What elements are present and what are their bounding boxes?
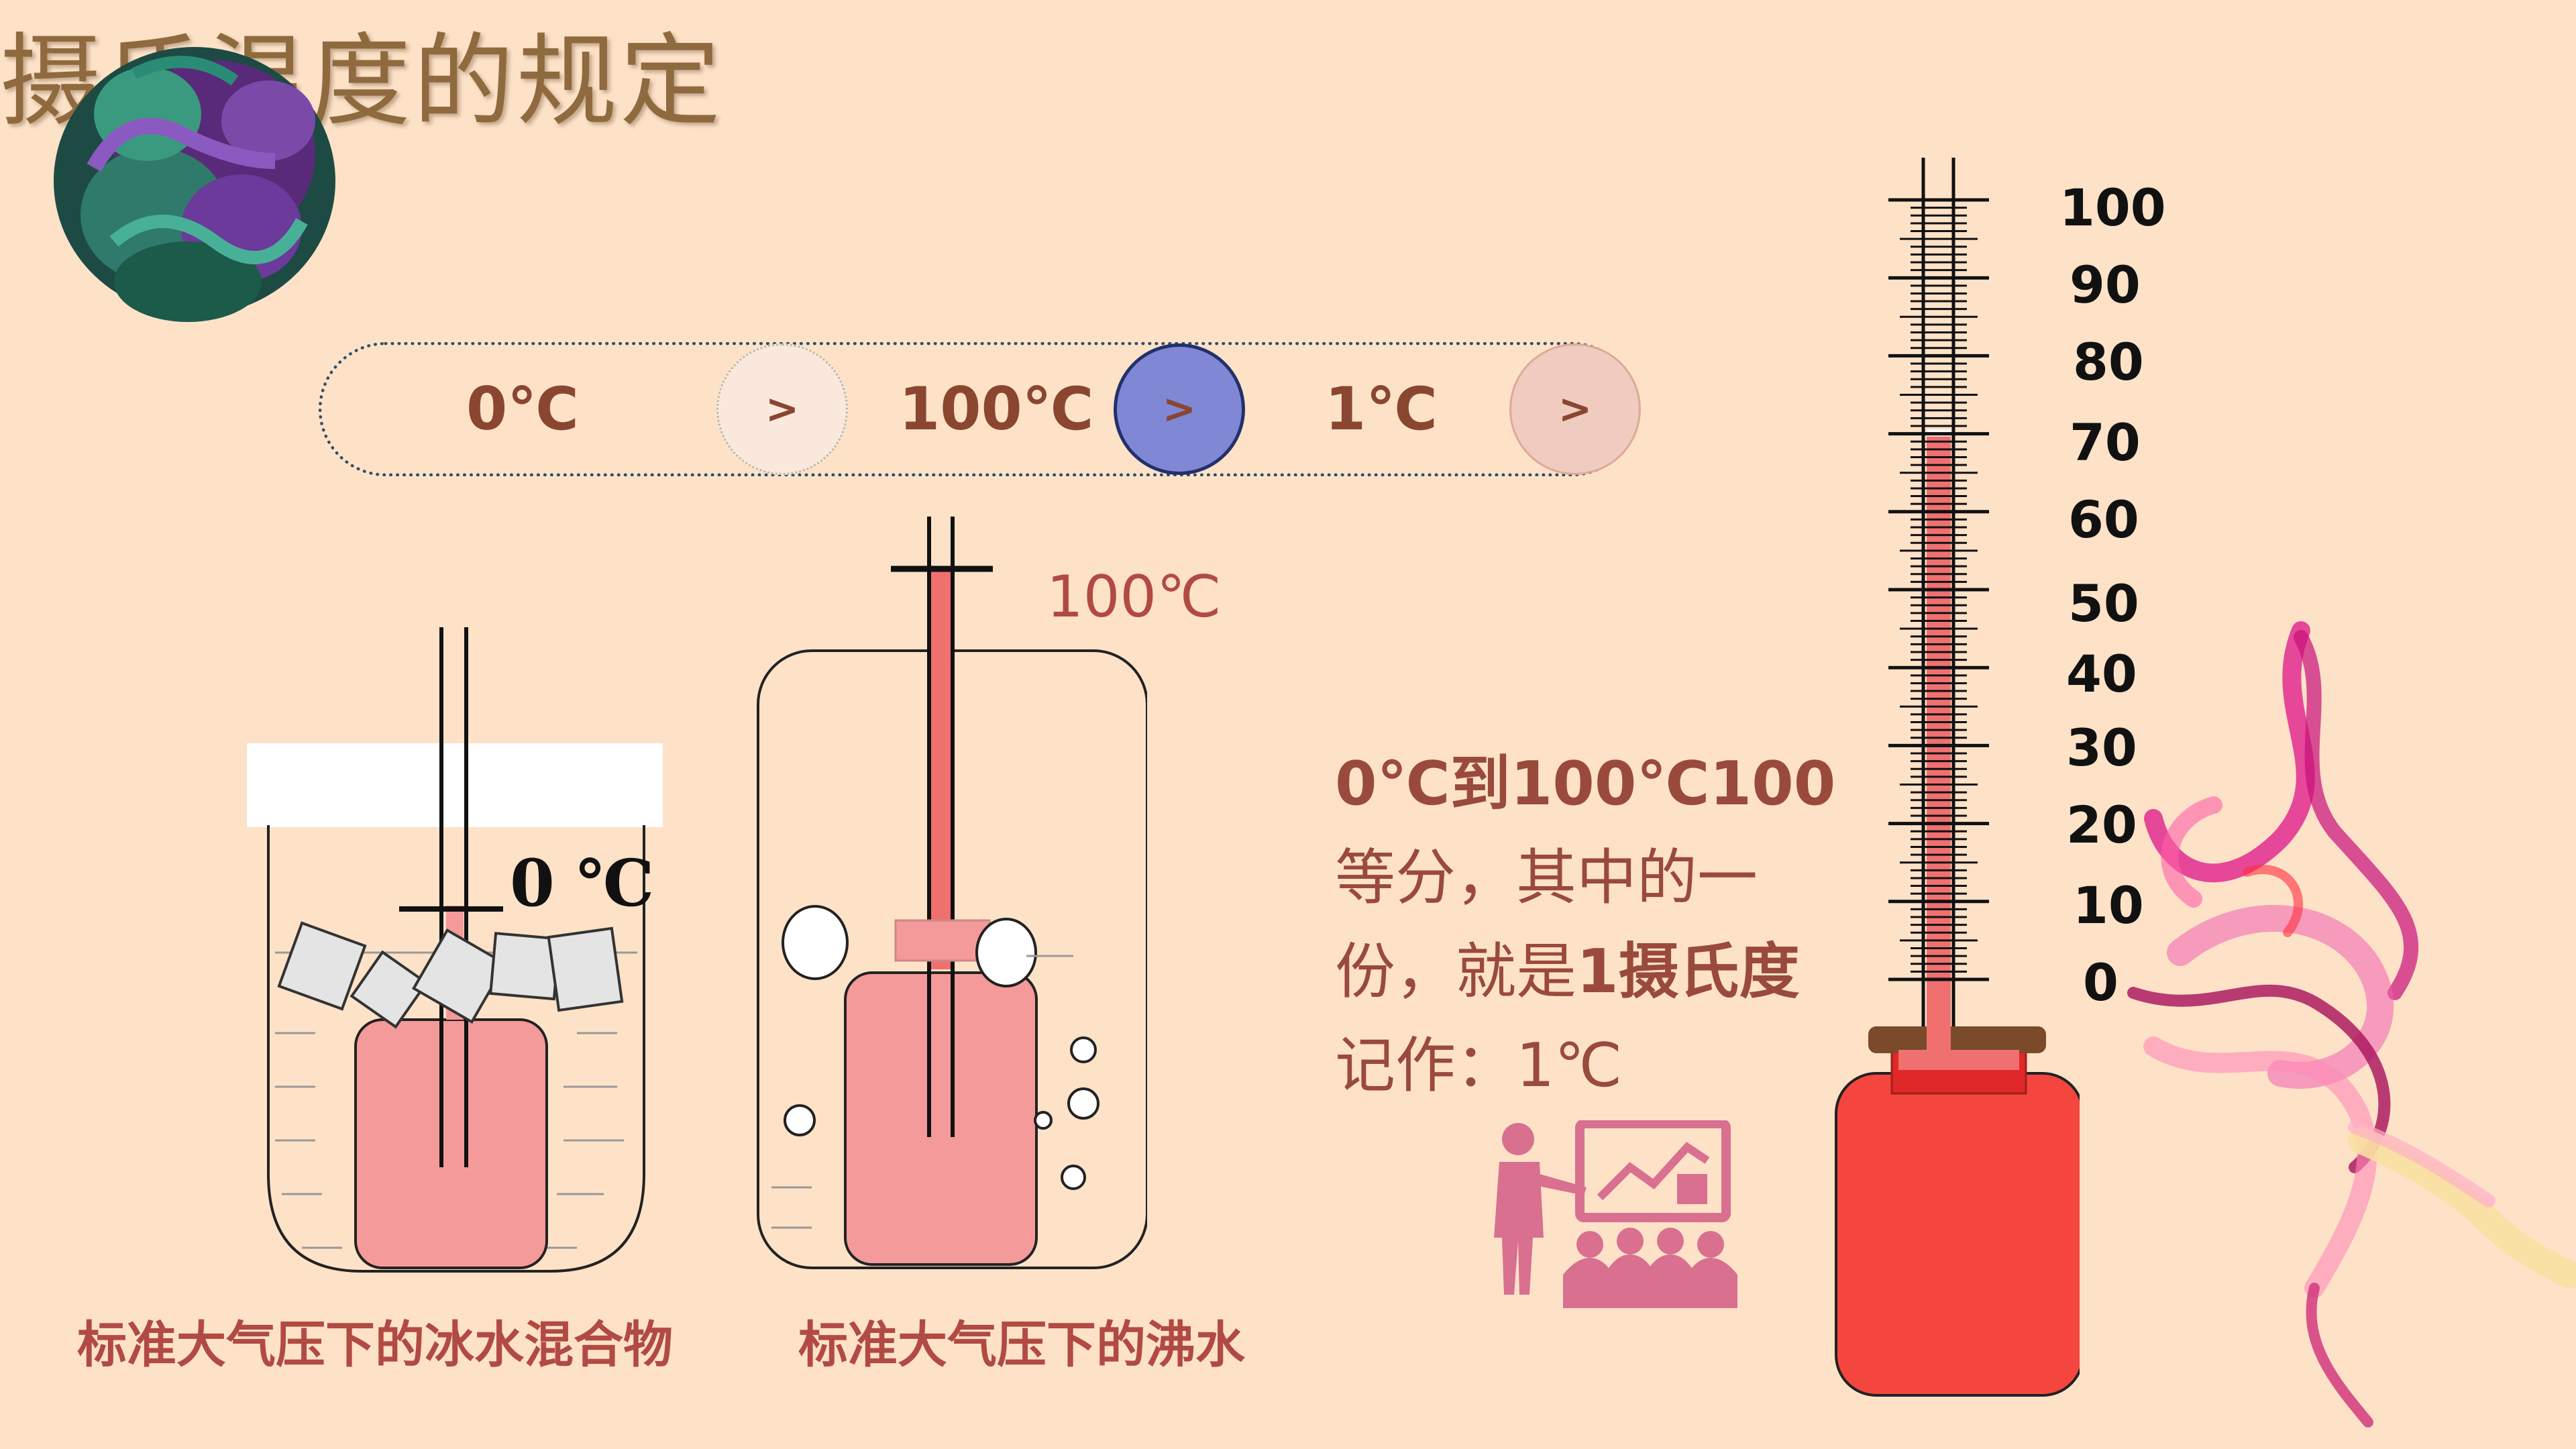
scale-label-30: 30 bbox=[2066, 718, 2137, 777]
scale-label-90: 90 bbox=[2070, 255, 2141, 315]
description-line-3: 份，就是1摄氏度 bbox=[1335, 922, 1800, 1010]
description-unit-definition: 1摄氏度 bbox=[1576, 936, 1800, 1007]
description-line-2: 等分，其中的一 bbox=[1335, 843, 1758, 913]
scale-label-70: 70 bbox=[2070, 413, 2141, 472]
description-line-4: 记作：1℃ bbox=[1335, 1030, 1623, 1101]
chevron-right-icon: > bbox=[1162, 386, 1197, 433]
thermometer-stopper bbox=[1868, 1026, 2046, 1053]
description-range-end: 100℃100 bbox=[1510, 749, 1836, 819]
next-button-1[interactable]: > bbox=[716, 343, 848, 475]
description-prefix: 份，就是 bbox=[1335, 936, 1576, 1007]
description-range-start: 0℃到 bbox=[1335, 749, 1511, 819]
scale-label-60: 60 bbox=[2068, 490, 2139, 549]
chevron-right-icon: > bbox=[765, 386, 800, 433]
ice-water-caption: 标准大气压下的冰水混合物 bbox=[77, 1316, 673, 1374]
boiling-water-flask bbox=[757, 517, 1147, 1269]
scale-label-50: 50 bbox=[2068, 574, 2139, 633]
description-line-1: 0℃到100℃100 bbox=[1335, 735, 1835, 822]
scale-label-20: 20 bbox=[2066, 795, 2137, 855]
thermometer-bulb bbox=[1835, 1072, 2080, 1397]
presenter-icon bbox=[1494, 1120, 1737, 1308]
scale-label-100: 100 bbox=[2059, 178, 2166, 237]
ink-cloud-decoration bbox=[54, 47, 335, 322]
thermometer-liquid bbox=[1927, 433, 1951, 1053]
ice-water-reading: 0 ℃ bbox=[510, 845, 655, 921]
sequence-step-100c: 100℃ bbox=[899, 374, 1094, 443]
thermometer-stopper-band bbox=[1898, 1050, 2019, 1070]
sequence-step-0c: 0℃ bbox=[466, 374, 579, 443]
chevron-right-icon: > bbox=[1558, 386, 1593, 433]
thermometer bbox=[1835, 158, 2080, 1397]
sequence-step-1c: 1℃ bbox=[1325, 374, 1438, 443]
scale-label-10: 10 bbox=[2073, 875, 2144, 935]
scale-label-80: 80 bbox=[2073, 332, 2144, 392]
scale-label-40: 40 bbox=[2066, 644, 2137, 704]
boiling-water-caption: 标准大气压下的沸水 bbox=[798, 1316, 1245, 1374]
scale-label-0: 0 bbox=[2083, 953, 2118, 1012]
next-button-2[interactable]: > bbox=[1114, 343, 1245, 475]
boiling-water-reading: 100℃ bbox=[1046, 564, 1222, 631]
next-button-3[interactable]: > bbox=[1509, 343, 1641, 475]
pink-smoke-decoration bbox=[2127, 621, 2576, 1428]
ice-water-beaker bbox=[247, 627, 663, 1273]
